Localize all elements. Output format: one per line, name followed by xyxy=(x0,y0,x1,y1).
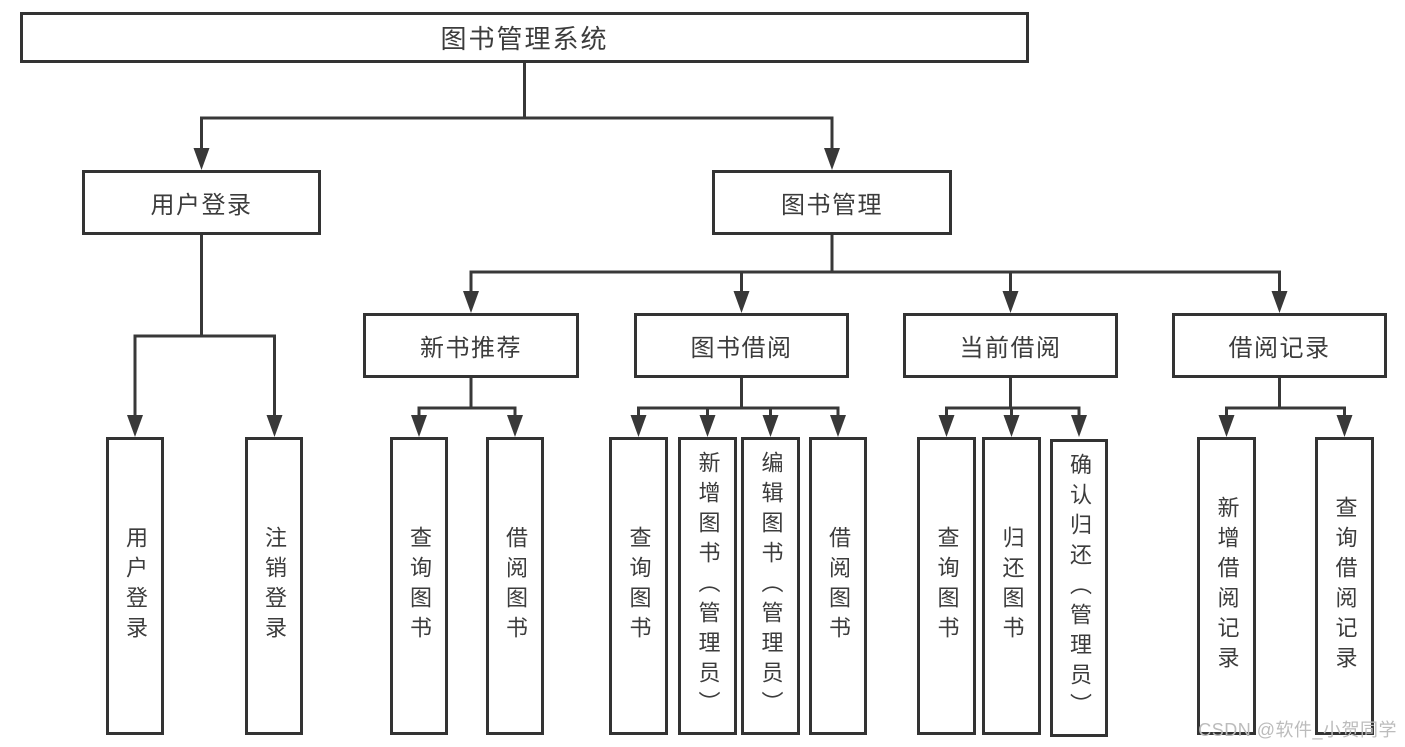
node-borrowing-records: 借阅记录 xyxy=(1172,313,1387,378)
leaf-label: 新增图书（管理员） xyxy=(695,451,721,721)
node-book-borrowing: 图书借阅 xyxy=(634,313,849,378)
node-label: 当前借阅 xyxy=(959,335,1062,362)
leaf-label: 查询图书 xyxy=(626,526,652,646)
node-label: 图书管理系统 xyxy=(440,24,609,54)
leaf-label: 借阅图书 xyxy=(503,526,528,646)
watermark: CSDN @软件_小贺同学 xyxy=(1198,720,1397,740)
leaf-logout: 注销登录 xyxy=(245,437,303,735)
leaf-label: 查询图书 xyxy=(934,526,960,646)
leaf-label: 查询借阅记录 xyxy=(1332,496,1358,676)
leaf-query-borrow-record: 查询借阅记录 xyxy=(1315,437,1374,735)
node-user-login: 用户登录 xyxy=(82,170,321,235)
leaf-label: 注销登录 xyxy=(262,526,287,646)
connector-current-borrow-children xyxy=(938,376,1087,437)
leaf-label: 编辑图书（管理员） xyxy=(758,451,784,721)
leaf-add-books-admin: 新增图书（管理员） xyxy=(678,437,737,735)
leaf-label: 借阅图书 xyxy=(826,526,851,646)
leaf-query-books-recommendation: 查询图书 xyxy=(390,437,448,735)
leaf-label: 确认归还（管理员） xyxy=(1067,453,1092,723)
connector-borrow-records-children xyxy=(1218,376,1353,437)
connector-book-borrow-children xyxy=(630,376,846,437)
node-label: 新书推荐 xyxy=(420,335,522,362)
node-library-management-system: 图书管理系统 xyxy=(20,12,1029,63)
leaf-borrow-books-recommendation: 借阅图书 xyxy=(486,437,544,735)
leaf-label: 归还图书 xyxy=(999,526,1025,646)
connector-book-management-children xyxy=(463,233,1288,313)
leaf-query-books-borrowing: 查询图书 xyxy=(609,437,668,735)
leaf-label: 新增借阅记录 xyxy=(1214,496,1240,676)
leaf-label: 查询图书 xyxy=(407,526,432,646)
leaf-confirm-return-admin: 确认归还（管理员） xyxy=(1050,439,1108,737)
node-label: 借阅记录 xyxy=(1228,335,1331,362)
node-label: 用户登录 xyxy=(150,192,253,219)
leaf-add-borrow-record: 新增借阅记录 xyxy=(1197,437,1256,735)
node-current-borrowing: 当前借阅 xyxy=(903,313,1118,378)
node-label: 图书管理 xyxy=(781,192,883,219)
leaf-edit-books-admin: 编辑图书（管理员） xyxy=(741,437,800,735)
leaf-return-books: 归还图书 xyxy=(982,437,1041,735)
leaf-user-login: 用户登录 xyxy=(106,437,164,735)
leaf-borrow-books: 借阅图书 xyxy=(809,437,867,735)
connector-user-login-children xyxy=(127,233,283,437)
connector-new-book-children xyxy=(411,376,523,437)
leaf-label: 用户登录 xyxy=(123,526,148,646)
connector-root-to-level2 xyxy=(193,61,840,170)
node-label: 图书借阅 xyxy=(690,335,793,362)
leaf-query-books-current: 查询图书 xyxy=(917,437,976,735)
node-new-book-recommendation: 新书推荐 xyxy=(363,313,579,378)
node-book-management: 图书管理 xyxy=(712,170,952,235)
